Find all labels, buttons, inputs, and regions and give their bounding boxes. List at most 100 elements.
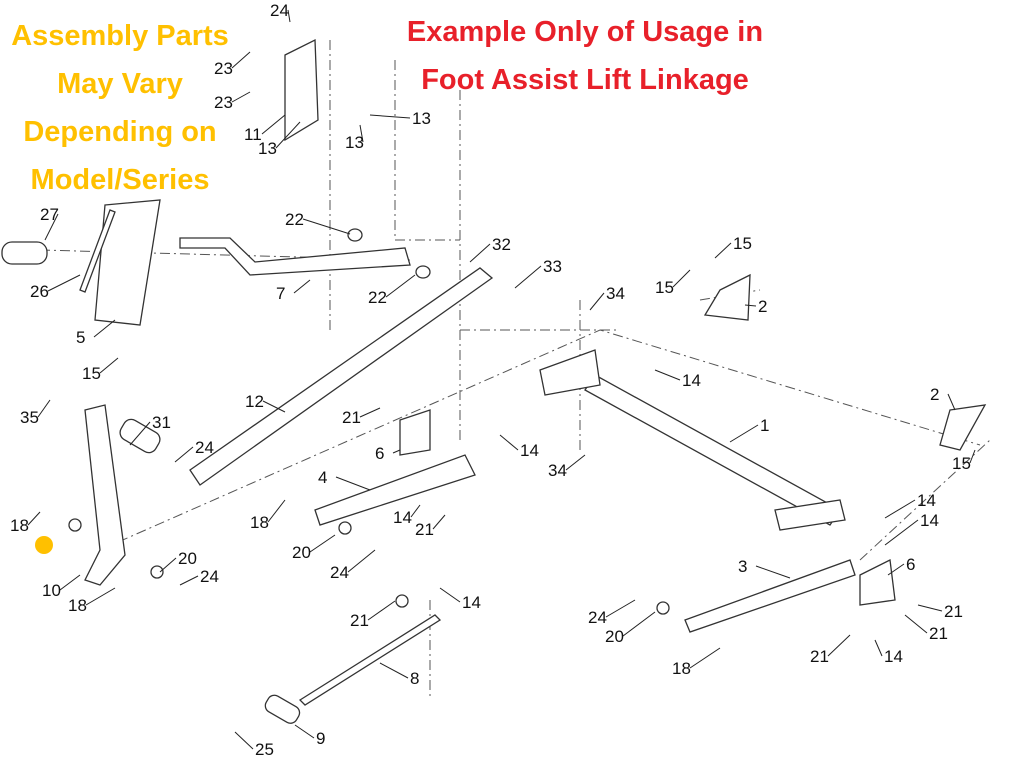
callout-leader-line (499, 434, 519, 451)
part-26-strip (79, 209, 116, 293)
callout-leader-line (884, 519, 919, 546)
part-7-arm (179, 237, 411, 276)
callout-part-14: 14 (393, 508, 412, 527)
callout-leader-line (744, 304, 757, 307)
callout-leader-line (622, 611, 656, 637)
callout-leader-line (439, 587, 461, 603)
part-lift-arm (539, 349, 601, 396)
part-long-rod (774, 499, 846, 531)
part-12-link (189, 267, 494, 486)
callout-part-14: 14 (917, 491, 936, 510)
callout-leader-line (261, 114, 286, 135)
callout-part-3: 3 (738, 557, 747, 576)
callout-leader-line (309, 534, 336, 553)
callout-leader-line (947, 393, 956, 411)
part-5-pedal (94, 199, 161, 326)
part-27-pad (1, 241, 48, 265)
callout-leader-line (755, 565, 791, 579)
callout-part-5: 5 (76, 328, 85, 347)
callout-leader-line (231, 51, 251, 69)
callout-part-6: 6 (375, 444, 384, 463)
callout-leader-line (231, 91, 251, 103)
callout-leader-line (359, 124, 364, 143)
callout-part-18: 18 (250, 513, 269, 532)
callout-leader-line (884, 499, 916, 519)
example-title: Example Only of Usage in Foot Assist Lif… (360, 8, 810, 104)
callout-part-24: 24 (200, 567, 219, 586)
callout-part-14: 14 (884, 647, 903, 666)
part-9-collar (264, 694, 301, 724)
callout-part-18: 18 (68, 596, 87, 615)
callout-part-32: 32 (492, 235, 511, 254)
callout-part-22: 22 (368, 288, 387, 307)
part-22-washer (347, 228, 363, 242)
assembly-note-line: Model/Series (30, 164, 210, 196)
assembly-note-line: Assembly Parts (11, 20, 229, 52)
part-8-rod (298, 614, 442, 706)
part-3-link (684, 559, 856, 633)
part-2b-bracket (939, 404, 987, 451)
example-title-line: Foot Assist Lift Linkage (421, 64, 749, 96)
callout-part-6: 6 (906, 555, 915, 574)
callout-leader-line (410, 504, 421, 518)
callout-leader-line (654, 369, 681, 381)
callout-leader-line (179, 575, 199, 586)
callout-leader-line (672, 269, 691, 288)
callout-leader-line (689, 647, 721, 669)
part-washer (150, 565, 164, 579)
callout-leader-line (302, 218, 351, 235)
callout-leader-line (385, 274, 416, 298)
callout-part-8: 8 (410, 669, 419, 688)
callout-leader-line (287, 9, 291, 23)
callout-leader-line (729, 424, 759, 443)
callout-part-2: 2 (930, 385, 939, 404)
callout-leader-line (294, 724, 315, 739)
callout-part-21: 21 (944, 602, 963, 621)
callout-part-14: 14 (920, 511, 939, 530)
callout-part-21: 21 (415, 520, 434, 539)
callout-leader-line (59, 574, 81, 591)
callout-part-21: 21 (929, 624, 948, 643)
callout-part-10: 10 (42, 581, 61, 600)
callout-leader-line (605, 599, 636, 618)
callout-part-15: 15 (655, 278, 674, 297)
callout-part-35: 35 (20, 408, 39, 427)
callout-part-14: 14 (520, 441, 539, 460)
callout-leader-line (44, 213, 59, 241)
callout-leader-line (293, 279, 311, 294)
callout-part-20: 20 (292, 543, 311, 562)
highlight-marker (35, 536, 53, 554)
callout-part-22: 22 (285, 210, 304, 229)
callout-leader-line (432, 514, 446, 530)
callout-part-20: 20 (605, 627, 624, 646)
callout-leader-line (379, 662, 409, 679)
callout-leader-line (262, 400, 286, 413)
callout-leader-line (159, 557, 177, 573)
callout-part-21: 21 (350, 611, 369, 630)
callout-part-23: 23 (214, 59, 233, 78)
callout-part-24: 24 (270, 1, 289, 20)
callout-leader-line (565, 454, 586, 471)
callout-part-12: 12 (245, 392, 264, 411)
assembly-note: Assembly Parts May Vary Depending on Mod… (0, 12, 240, 204)
callout-part-24: 24 (195, 438, 214, 457)
callout-part-13: 13 (412, 109, 431, 128)
example-title-line: Example Only of Usage in (406, 16, 764, 48)
callout-leader-line (917, 604, 943, 612)
callout-part-20: 20 (178, 549, 197, 568)
callout-part-26: 26 (30, 282, 49, 301)
callout-leader-line (275, 121, 301, 149)
callout-leader-line (347, 549, 376, 573)
callout-part-11: 11 (244, 125, 262, 144)
callout-part-14: 14 (462, 593, 481, 612)
callout-leader-line (904, 614, 928, 634)
callout-part-15: 15 (733, 234, 752, 253)
part-washer (68, 518, 82, 532)
callout-part-34: 34 (606, 284, 625, 303)
part-washer (338, 521, 352, 535)
callout-part-34: 34 (548, 461, 567, 480)
callout-part-24: 24 (588, 608, 607, 627)
part-4-link (314, 454, 476, 526)
callout-part-4: 4 (318, 468, 327, 487)
